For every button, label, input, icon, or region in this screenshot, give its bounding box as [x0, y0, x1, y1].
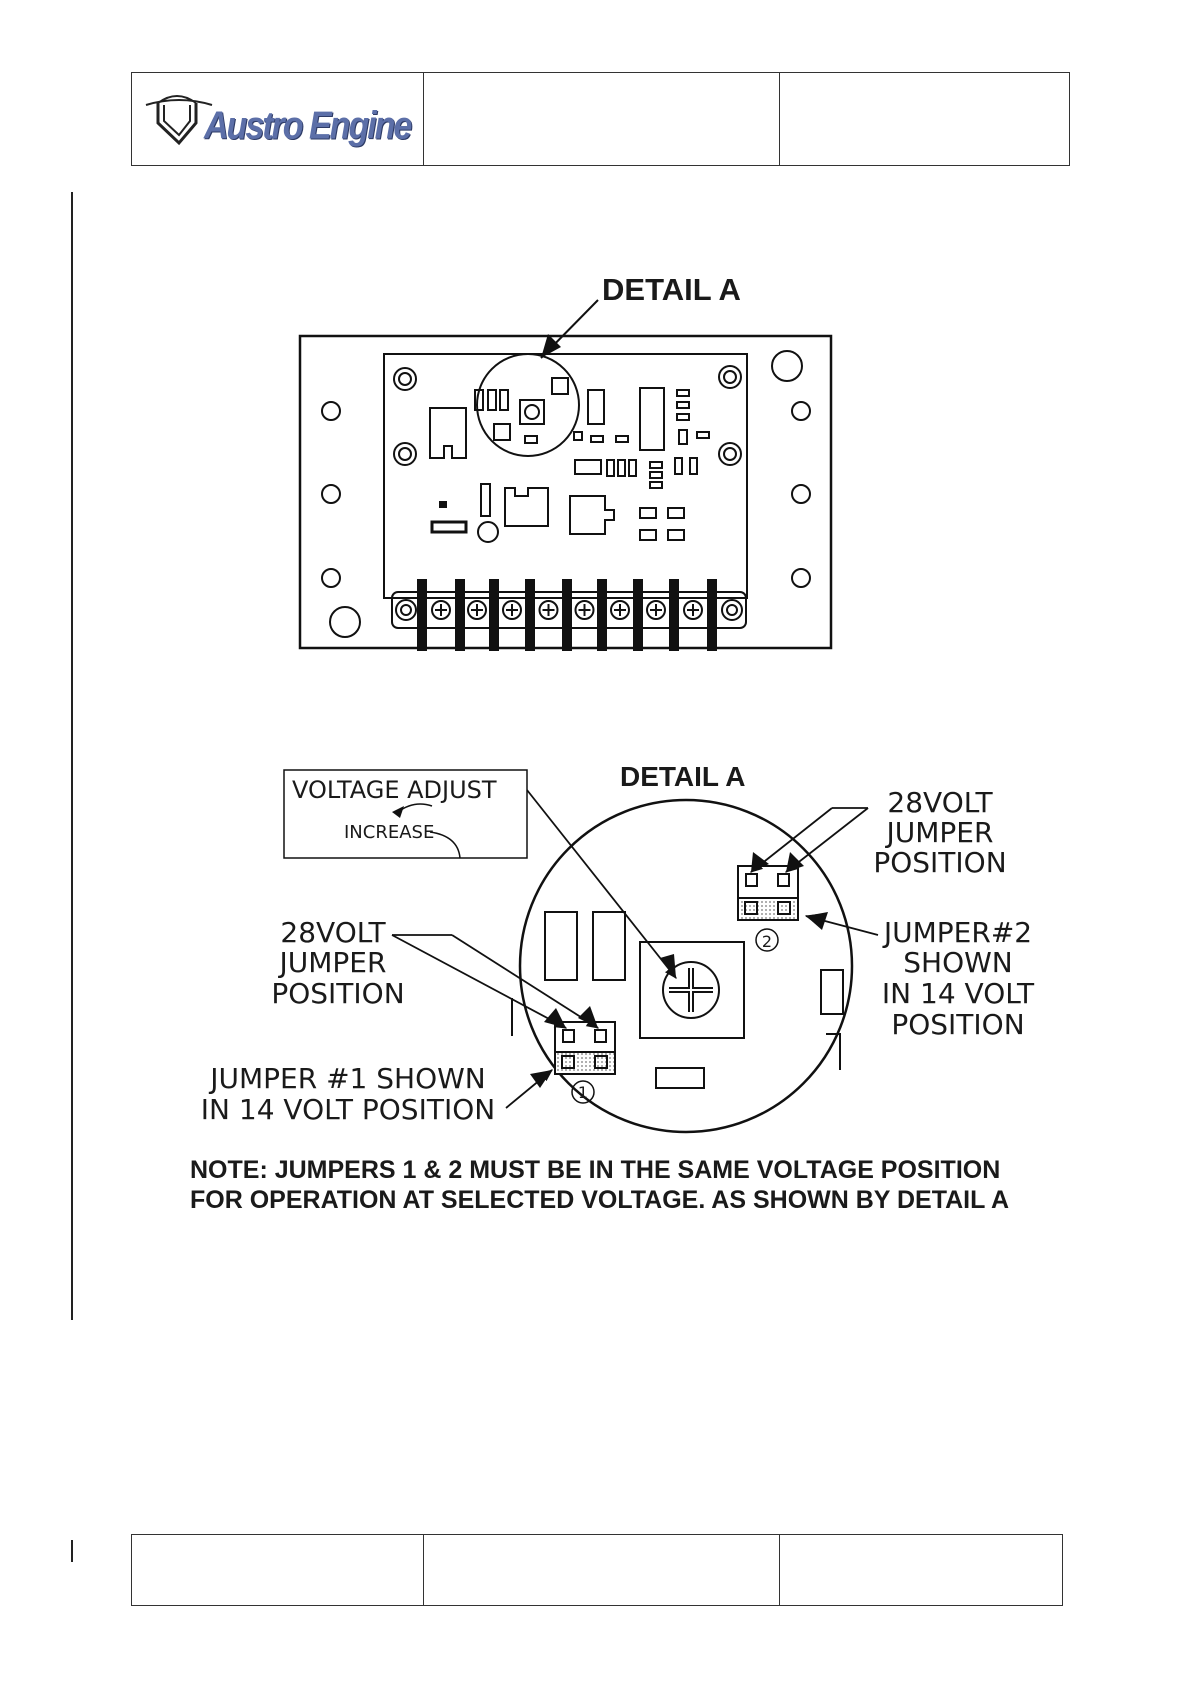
increase-label: INCREASE [344, 822, 434, 843]
top-callout-label: DETAIL A [602, 272, 741, 307]
circle-number-2-label: 2 [762, 932, 772, 951]
terminal-post [526, 580, 534, 650]
screw-icon [394, 368, 416, 390]
jumper1-label-line-2: IN 14 VOLT POSITION [201, 1093, 495, 1126]
terminal-post [418, 580, 426, 650]
jumper2-label-line-3: IN 14 VOLT [882, 977, 1035, 1010]
detail-a-title: DETAIL A [620, 761, 745, 792]
jumper1-label-line-1: JUMPER #1 SHOWN [208, 1062, 486, 1095]
footer-cell-left [132, 1535, 424, 1605]
top-board [300, 336, 831, 650]
mount-hole [322, 402, 340, 420]
mount-hole [322, 485, 340, 503]
right-jumper-label-line-3: POSITION [873, 846, 1006, 879]
note-line-2: FOR OPERATION AT SELECTED VOLTAGE. AS SH… [190, 1186, 1009, 1214]
voltage-adjust-label: VOLTAGE ADJUST [292, 776, 497, 804]
terminal-post [670, 580, 678, 650]
mount-hole-large [772, 351, 802, 381]
jumper2-label-line-4: POSITION [891, 1008, 1024, 1041]
terminal-post [634, 580, 642, 650]
note-line-1: NOTE: JUMPERS 1 & 2 MUST BE IN THE SAME … [190, 1156, 1000, 1184]
screw-icon [396, 600, 416, 620]
mount-hole [792, 569, 810, 587]
left-jumper-label-line-1: 28VOLT [280, 916, 386, 949]
detail-a-circle-small [477, 354, 579, 456]
jumper2-label-line-1: JUMPER#2 [882, 916, 1032, 949]
mount-hole [792, 402, 810, 420]
detail-a-circle [520, 800, 852, 1132]
mount-hole [792, 485, 810, 503]
screw-icon [722, 600, 742, 620]
footer-cell-right [780, 1535, 1062, 1605]
screw-icon [719, 443, 741, 465]
left-jumper-label-line-3: POSITION [271, 977, 404, 1010]
mount-hole [322, 569, 340, 587]
terminal-post [490, 580, 498, 650]
terminal-post [598, 580, 606, 650]
footer-cell-middle [424, 1535, 779, 1605]
jumper2-label-line-2: SHOWN [903, 946, 1013, 979]
leader-lines [392, 790, 878, 1108]
terminal-post [708, 580, 716, 650]
right-jumper-label-line-2: JUMPER [885, 816, 994, 849]
footer-table [131, 1534, 1063, 1606]
screw-icon [394, 443, 416, 465]
terminal-post [456, 580, 464, 650]
left-jumper-label-line-2: JUMPER [278, 946, 387, 979]
circle-number-1-label: 1 [578, 1083, 588, 1102]
right-jumper-label-line-1: 28VOLT [887, 786, 993, 819]
screw-icon [719, 366, 741, 388]
pcb-outline [384, 354, 747, 598]
terminal-post [563, 580, 571, 650]
mount-hole-large [330, 607, 360, 637]
